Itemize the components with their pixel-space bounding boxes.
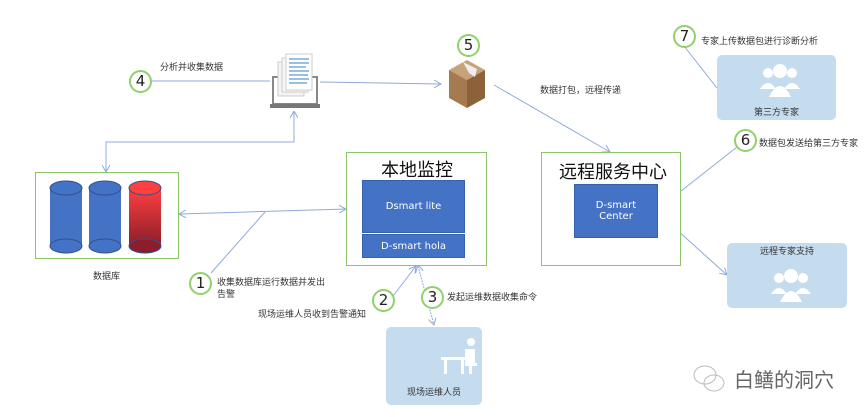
step-2-text: 现场运维人员收到告警通知 bbox=[258, 310, 367, 320]
dsmart-lite-module: Dsmart lite bbox=[362, 180, 465, 233]
package-icon bbox=[449, 60, 485, 108]
remote-expert-support-label: 远程专家支持 bbox=[759, 247, 814, 257]
laptop-icon bbox=[270, 52, 320, 108]
step-1-text: 收集数据库运行数据并发出 bbox=[217, 278, 326, 288]
arrow-db-local bbox=[180, 209, 346, 214]
dsmart-center-module: D-smart Center bbox=[574, 184, 658, 238]
step-4-text: 分析并收集数据 bbox=[160, 63, 224, 73]
field-staff-card: 现场运维人员 bbox=[386, 327, 482, 405]
person-at-desk-icon bbox=[441, 338, 477, 374]
step-3-badge: 3 bbox=[421, 286, 444, 309]
database-cylinder-icon bbox=[88, 180, 122, 254]
database-frame bbox=[35, 172, 179, 259]
step-6-badge: 6 bbox=[734, 129, 757, 152]
step-3-text: 发起运维数据收集命令 bbox=[447, 293, 538, 303]
line-step1 bbox=[210, 211, 266, 274]
step-5-badge: 5 bbox=[457, 34, 480, 57]
remote-center-frame: 远程服务中心 D-smart Center bbox=[541, 152, 681, 266]
local-monitor-frame: 本地监控 Dsmart lite D-smart hola bbox=[346, 152, 487, 266]
step-2-badge: 2 bbox=[372, 289, 395, 312]
step-6-text: 数据包发送给第三方专家 bbox=[759, 139, 859, 149]
line-step7 bbox=[683, 45, 718, 89]
database-cylinder-alert-icon bbox=[128, 180, 162, 254]
local-monitor-title: 本地监控 bbox=[381, 160, 453, 181]
arrow-laptop-to-package bbox=[319, 82, 441, 84]
database-cylinder-icon bbox=[49, 180, 83, 254]
people-group-icon bbox=[771, 269, 811, 302]
watermark-text: 白鳝的洞穴 bbox=[734, 368, 834, 392]
wechat-logo-icon bbox=[692, 364, 726, 398]
field-staff-label: 现场运维人员 bbox=[406, 388, 461, 398]
remote-expert-support-card: 远程专家支持 bbox=[727, 243, 847, 308]
dsmart-center-line2: Center bbox=[599, 211, 633, 222]
remote-center-title: 远程服务中心 bbox=[559, 162, 667, 183]
arrow-package-to-remote bbox=[493, 84, 610, 152]
people-group-icon bbox=[760, 64, 800, 97]
line-step2 bbox=[389, 266, 416, 301]
database-label: 数据库 bbox=[93, 272, 121, 282]
step-1-text-line2: 告警 bbox=[217, 290, 236, 300]
third-party-expert-card: 第三方专家 bbox=[717, 55, 836, 120]
dsmart-hola-module: D-smart hola bbox=[362, 234, 465, 258]
step-4-badge: 4 bbox=[129, 70, 152, 93]
third-party-expert-label: 第三方专家 bbox=[753, 108, 799, 118]
arrow-laptop-db bbox=[106, 112, 294, 172]
step-7-badge: 7 bbox=[673, 25, 696, 48]
dsmart-center-line1: D-smart bbox=[595, 200, 637, 211]
step-7-text: 专家上传数据包进行诊断分析 bbox=[701, 37, 819, 47]
step-5-text: 数据打包，远程传递 bbox=[540, 86, 622, 96]
step-1-badge: 1 bbox=[189, 272, 212, 295]
